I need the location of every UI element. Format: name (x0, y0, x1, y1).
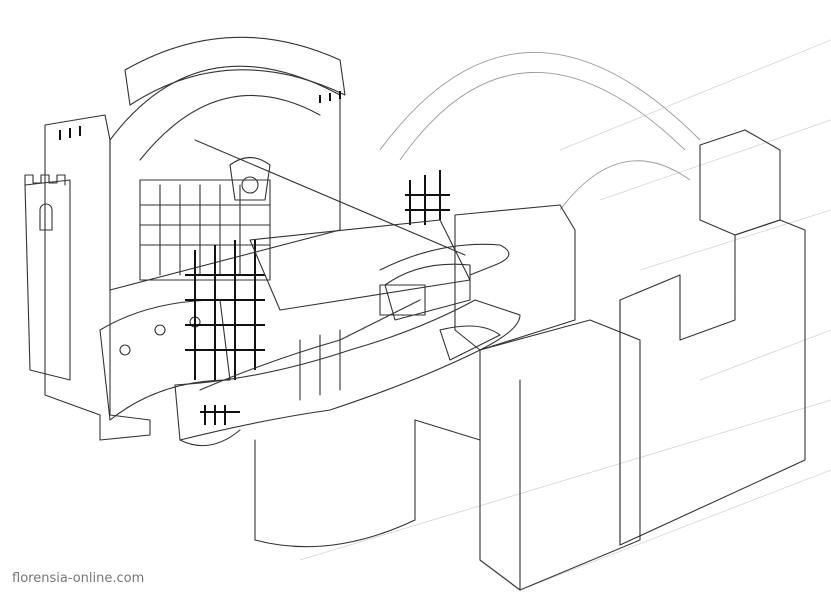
ghost-structure (254, 52, 806, 591)
airship (174, 243, 521, 447)
grid-lines (139, 184, 271, 276)
scaffold-grid (185, 139, 471, 425)
castle (24, 36, 346, 441)
watermark: florensia-online.com (12, 571, 145, 586)
